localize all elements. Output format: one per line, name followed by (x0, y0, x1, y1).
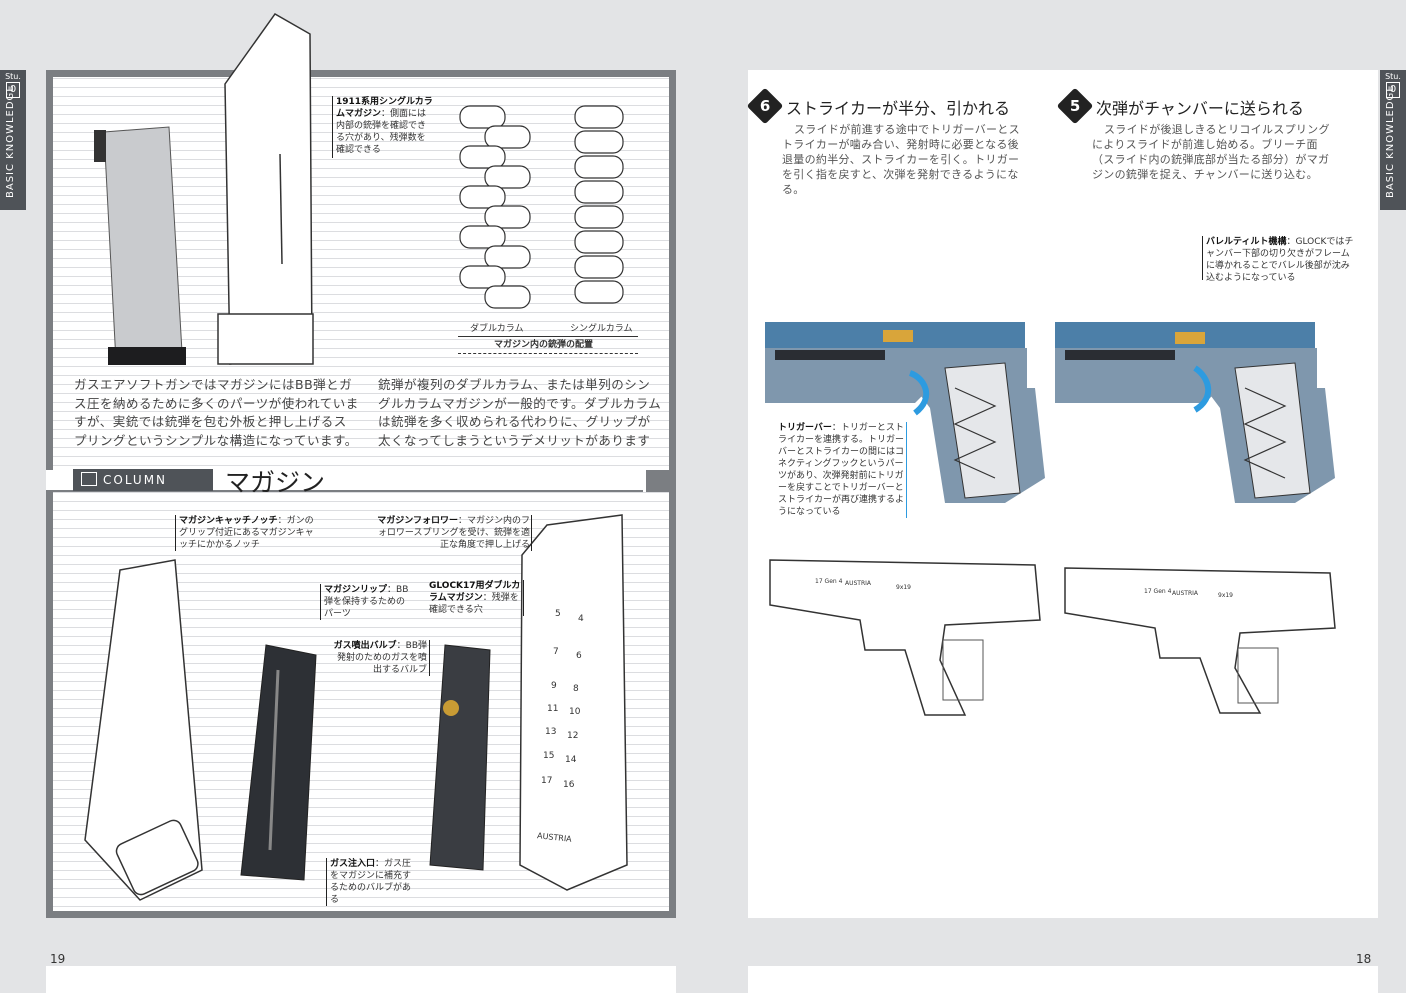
column-header: COLUMN マガジン (53, 467, 666, 497)
pistol-line-art-step5 (1064, 567, 1336, 714)
callout-catch-title: マガジンキャッチノッチ (179, 516, 278, 526)
callout-1911: 1911系用シングルカラムマガジン：側面には内部の銃弾を確認できる穴があり、残弾… (336, 96, 434, 156)
caption-rule (458, 336, 638, 337)
callout-gas-valve-text: ：BB弾発射のためのガスを噴出するバルブ (336, 641, 427, 675)
callout-barrel-tilt-title: バレルティルト機構 (1206, 237, 1287, 247)
callout-glock17-title: GLOCK17用ダブルカラムマガジン (429, 581, 521, 603)
mag-number-17: 17 (541, 776, 553, 786)
callout-gas-valve-bar (429, 640, 430, 676)
stage-label: Stu. (5, 72, 21, 81)
step-6-title: ストライカーが半分、引かれる (786, 99, 1011, 118)
step-6-body: スライドが前進する途中でトリガーバーとストライカーが噛み合い、発射時に必要となる… (782, 123, 1020, 196)
side-tab-right: Stu. 0 BASIC KNOWLEDGE (1380, 70, 1406, 210)
callout-barrel-tilt-bar (1202, 236, 1203, 280)
column-header-block (646, 470, 676, 492)
gun-model-step5: 17 Gen 4 (1144, 588, 1172, 595)
callout-glock17-bar (523, 580, 524, 616)
left-lower-frame (46, 490, 676, 918)
glock-magazine-line-art-large (84, 559, 203, 901)
mag-number-5: 5 (555, 609, 561, 619)
callout-trigger-bar-title: トリガーバー (778, 423, 832, 433)
page-number-left: 19 (50, 952, 66, 966)
callout-barrel-tilt: バレルティルト機構：GLOCKではチャンバー下部の切り欠きがフレームに導かれるこ… (1206, 236, 1358, 284)
pistol-cutaway-step5 (1055, 322, 1335, 503)
mag-number-6: 6 (576, 651, 582, 661)
pistol-line-art-step6 (769, 559, 1041, 716)
callout-lip-text: ：BB弾を保持するためのパーツ (324, 585, 409, 619)
callout-follower: マガジンフォロワー：マガジン内のフォロワースプリングを受け、銃弾を適正な角度で押… (372, 515, 530, 551)
airsoft-magazine-photo-1 (240, 644, 317, 881)
gun-caliber-step5: 9x19 (1218, 592, 1234, 599)
callout-barrel-tilt-text: ：GLOCKではチャンバー下部の切り欠きがフレームに導かれることでバレル後部が沈… (1206, 237, 1354, 283)
paragraph-gas-airsoft: ガスエアソフトガンではマガジンにはBB弾とガス圧を納めるために多くのパーツが使わ… (74, 377, 359, 448)
step-5-title: 次弾がチャンバーに送られる (1096, 99, 1304, 118)
next-page-edge-right (748, 966, 1378, 993)
side-tab-label-right: BASIC KNOWLEDGE (1385, 84, 1396, 198)
callout-lip-bar (320, 584, 321, 620)
callout-trigger-bar-line (906, 422, 907, 518)
left-upper-frame (46, 70, 676, 470)
column-tag-label: COLUMN (103, 473, 168, 487)
mag-number-9: 9 (551, 681, 557, 691)
callout-follower-text: ：マガジン内のフォロワースプリングを受け、銃弾を適正な角度で押し上げる (377, 516, 530, 550)
callout-1911-bar (332, 96, 333, 158)
callout-gas-valve: ガス噴出バルブ：BB弾発射のためのガスを噴出するバルブ (333, 640, 427, 676)
side-tab-left: Stu. 0 BASIC KNOWLEDGE (0, 70, 26, 210)
magazine-1911-line-art (217, 13, 314, 365)
mag-number-16: 16 (563, 780, 575, 790)
gun-model-step6: 17 Gen 4 (815, 578, 843, 585)
single-column-label: シングルカラム (570, 324, 633, 334)
stage-number-right: 0 (1386, 82, 1400, 98)
callout-lip: マガジンリップ：BB弾を保持するためのパーツ (324, 584, 412, 620)
callout-gas-inlet: ガス注入口：ガス圧をマガジンに補充するためのバルブがある (330, 858, 416, 906)
callout-gas-inlet-bar (326, 858, 327, 906)
column-tag: COLUMN (73, 469, 213, 491)
callout-glock17: GLOCK17用ダブルカラムマガジン：残弾を確認できる穴 (429, 580, 521, 616)
callout-trigger-bar-text: ：トリガーとストライカーを連携する。トリガーバーとストライカーの間にはコネクティ… (778, 423, 905, 517)
callout-glock17-text: ：残弾を確認できる穴 (429, 593, 519, 615)
column-title: マガジン (225, 468, 326, 497)
gun-origin-step5: AUSTRIA (1172, 590, 1199, 597)
cartridge-arrangement-caption: マガジン内の銃弾の配置 (494, 340, 594, 350)
mag-number-7: 7 (553, 647, 559, 657)
mag-number-14: 14 (565, 755, 577, 765)
callout-gas-valve-title: ガス噴出バルブ (333, 641, 397, 651)
stage-number: 0 (6, 82, 20, 98)
callout-catch-notch: マガジンキャッチノッチ：ガンのグリップ付近にあるマガジンキャッチにかかるノッチ (179, 515, 319, 551)
side-tab-label: BASIC KNOWLEDGE (5, 84, 16, 198)
mag-number-12: 12 (567, 731, 579, 741)
callout-gas-inlet-text: ：ガス圧をマガジンに補充するためのバルブがある (330, 859, 412, 905)
stage-label-right: Stu. (1385, 72, 1401, 81)
callout-1911-title: 1911系用シングルカラムマガジン (336, 97, 433, 119)
gun-caliber-step6: 9x19 (896, 584, 912, 591)
column-header-rule (53, 490, 643, 492)
callout-follower-bar (531, 515, 532, 551)
cartridge-stack-diagram (459, 105, 624, 309)
paragraph-column-types: 銃弾が複列のダブルカラム、または単列のシングルカラムマガジンが一般的です。ダブル… (378, 377, 662, 448)
mag-number-8: 8 (573, 684, 579, 694)
mag-number-13: 13 (545, 727, 557, 737)
mag-number-4: 4 (578, 614, 584, 624)
glock-magazine-numbered-line-art (519, 514, 628, 891)
next-page-edge-left (46, 966, 676, 993)
column-icon (81, 472, 97, 486)
step-5-body: スライドが後退しきるとリコイルスプリングによりスライドが前進し始める。ブリーチ面… (1092, 123, 1330, 181)
double-column-label: ダブルカラム (470, 324, 524, 334)
callout-follower-title: マガジンフォロワー (377, 516, 458, 526)
magazine-1911-photo (94, 126, 186, 365)
callout-catch-text: ：ガンのグリップ付近にあるマガジンキャッチにかかるノッチ (179, 516, 314, 550)
mag-number-10: 10 (569, 707, 581, 717)
callout-1911-text: ：側面には内部の銃弾を確認できる穴があり、残弾数を確認できる (336, 109, 427, 155)
gun-origin-step6: AUSTRIA (845, 580, 872, 587)
airsoft-magazine-photo-2 (429, 644, 491, 871)
caption-dash-rule (458, 353, 638, 354)
pistol-cutaway-step6 (765, 322, 1045, 503)
mag-number-11: 11 (547, 704, 559, 714)
callout-catch-bar (175, 515, 176, 551)
page-number-right: 18 (1356, 952, 1372, 966)
mag-number-15: 15 (543, 751, 555, 761)
callout-gas-inlet-title: ガス注入口 (330, 859, 376, 869)
callout-trigger-bar: トリガーバー：トリガーとストライカーを連携する。トリガーバーとストライカーの間に… (778, 422, 906, 518)
callout-lip-title: マガジンリップ (324, 585, 388, 595)
